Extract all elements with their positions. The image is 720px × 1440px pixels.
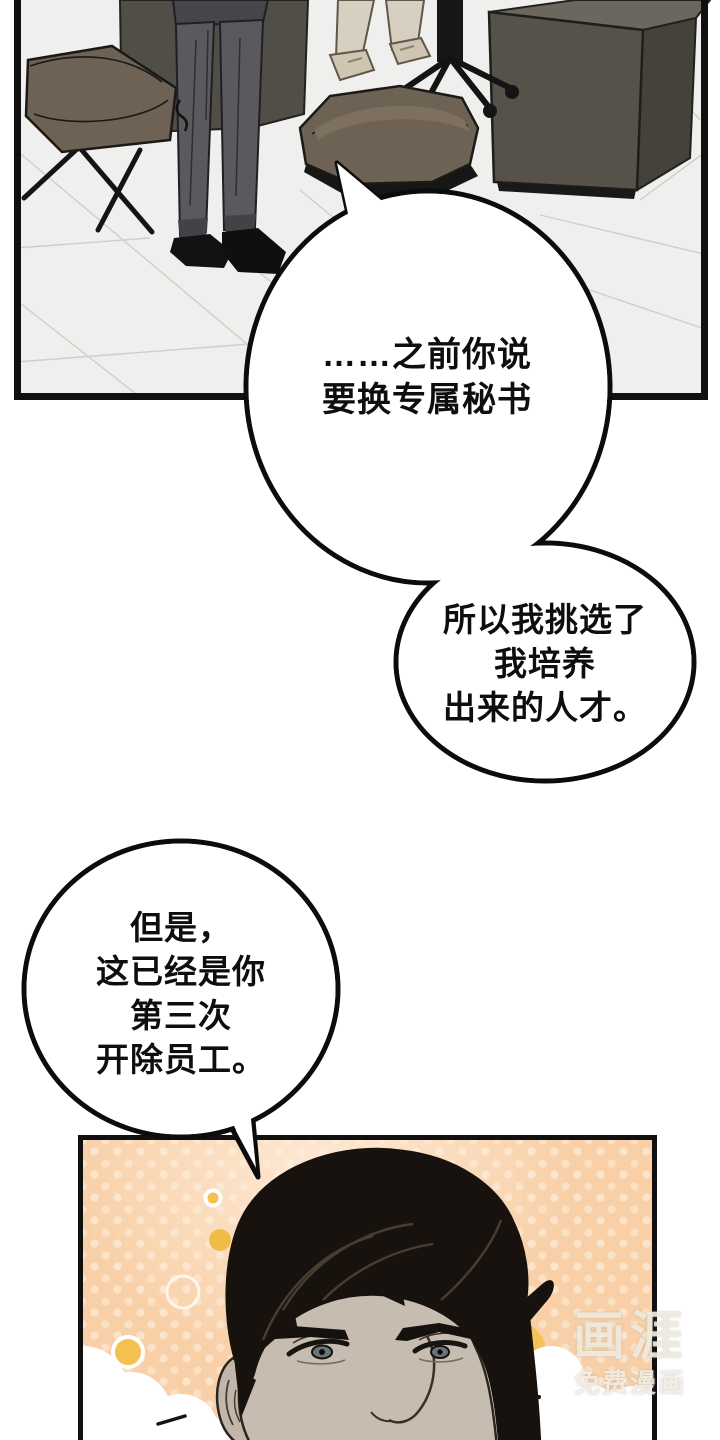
man-face-illustration xyxy=(83,1147,652,1440)
watermark-logo: 画涯 xyxy=(572,1308,687,1366)
center-chair xyxy=(298,84,480,199)
left-chair xyxy=(21,44,178,235)
emphasis-marks xyxy=(509,1368,541,1433)
watermark-tagline: 免费漫画 xyxy=(573,1368,686,1398)
bubble-2-text: 所以我挑选了 我培养 出来的人才。 xyxy=(443,601,647,726)
bubble-3-text: 但是， 这已经是你 第三次 开除员工。 xyxy=(96,909,266,1078)
watermark: 画涯 免费漫画 xyxy=(556,1308,704,1400)
panel-closeup xyxy=(78,1135,657,1440)
office-desk xyxy=(487,0,712,199)
accent-dots xyxy=(165,1188,231,1310)
man-hair xyxy=(225,1147,554,1440)
cloud-left xyxy=(83,1335,269,1440)
bubble-1-text: ……之前你说 要换专属秘书 xyxy=(322,336,532,419)
